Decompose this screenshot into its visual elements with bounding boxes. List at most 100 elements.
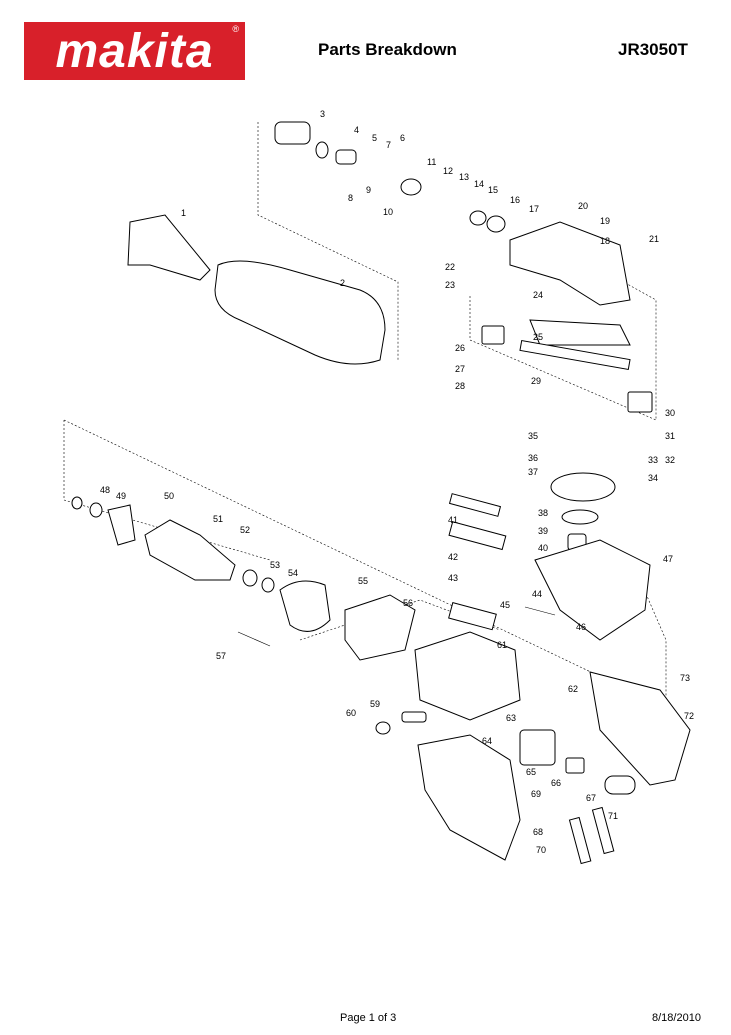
part-plate2-shape: [448, 521, 507, 551]
callout-label: 43: [448, 573, 458, 583]
callout-labels: 1 2 3 4 5 6 7 8 9 10 11 12 13 14 15 16 1…: [100, 109, 694, 855]
part-label-shape: [448, 601, 497, 631]
callout-label: 56: [403, 598, 413, 608]
callout-label: 42: [448, 552, 458, 562]
callout-label: 62: [568, 684, 578, 694]
callout-label: 68: [533, 827, 543, 837]
part-capacitor-shape: [565, 757, 585, 774]
part-guide-shape: [529, 319, 631, 346]
callout-label: 27: [455, 364, 465, 374]
part-ring-shape: [315, 141, 329, 159]
part-bearing48-shape: [71, 496, 83, 510]
part-handle-shape: [417, 734, 521, 861]
part-slider-shaft-shape: [519, 339, 631, 371]
part-fan-shape: [261, 577, 275, 593]
callout-label: 53: [270, 560, 280, 570]
callout-label: 66: [551, 778, 561, 788]
group-outline-lower: [63, 419, 667, 709]
callout-label: 69: [531, 789, 541, 799]
part-gear-housing-shape: [534, 539, 651, 641]
callout-label: 26: [455, 343, 465, 353]
group-outline-right: [469, 279, 657, 421]
callout-label: 21: [649, 234, 659, 244]
part-baffle-shape: [107, 504, 136, 546]
part-washer2-shape: [486, 215, 506, 233]
callout-label: 32: [665, 455, 675, 465]
callout-label: 5: [372, 133, 377, 143]
part-plate-shape: [448, 493, 502, 517]
callout-label: 63: [506, 713, 516, 723]
part-armature-shape: [144, 519, 236, 581]
callout-label: 51: [213, 514, 223, 524]
callout-label: 54: [288, 568, 298, 578]
part-brush-cap-shape: [375, 721, 391, 735]
callout-label: 47: [663, 554, 673, 564]
callout-label: 6: [400, 133, 405, 143]
part-screw-shape: [524, 606, 556, 616]
callout-label: 4: [354, 125, 359, 135]
callout-label: 49: [116, 491, 126, 501]
callout-label: 10: [383, 207, 393, 217]
callout-label: 48: [100, 485, 110, 495]
part-baffle-plate-shape: [279, 580, 331, 632]
callout-label: 41: [448, 515, 458, 525]
part-holder-shape: [335, 149, 357, 165]
callout-label: 33: [648, 455, 658, 465]
callout-label: 35: [528, 431, 538, 441]
callout-label: 29: [531, 376, 541, 386]
callout-label: 17: [529, 204, 539, 214]
callout-label: 37: [528, 467, 538, 477]
model-number: JR3050T: [618, 40, 688, 59]
callout-label: 64: [482, 736, 492, 746]
callout-label: 34: [648, 473, 658, 483]
part-cord-guard-shape: [604, 775, 636, 795]
callout-label: 2: [340, 278, 345, 288]
callout-label: 11: [427, 157, 436, 167]
part-motor-housing-shape: [414, 631, 521, 721]
callout-label: 24: [533, 290, 543, 300]
callout-label: 14: [474, 179, 484, 189]
callout-label: 39: [538, 526, 548, 536]
part-brush-holder-shape: [401, 711, 427, 723]
part-slider-block-shape: [627, 391, 653, 413]
callout-label: 52: [240, 525, 250, 535]
callout-label: 31: [665, 431, 675, 441]
callout-label: 59: [370, 699, 380, 709]
group-outline-middle: [63, 420, 271, 561]
callout-label: 50: [164, 491, 174, 501]
part-shapes: [71, 121, 691, 865]
callout-label: 61: [497, 640, 507, 650]
part-blade-clamp-shape: [127, 214, 211, 281]
callout-label: 57: [216, 651, 226, 661]
part-bearing49-shape: [89, 502, 103, 518]
part-gear-washer-shape: [561, 509, 599, 525]
callout-label: 44: [532, 589, 542, 599]
part-bearing53-shape: [242, 569, 258, 587]
callout-label: 30: [665, 408, 675, 418]
part-switch-shape: [519, 729, 556, 766]
callout-label: 73: [680, 673, 690, 683]
callout-label: 60: [346, 708, 356, 718]
callout-label: 3: [320, 109, 325, 119]
callout-label: 38: [538, 508, 548, 518]
callout-label: 15: [488, 185, 498, 195]
callout-label: 65: [526, 767, 536, 777]
callout-label: 25: [533, 332, 543, 342]
callout-label: 67: [586, 793, 596, 803]
callout-label: 9: [366, 185, 371, 195]
callout-label: 20: [578, 201, 588, 211]
callout-label: 1: [181, 208, 186, 218]
logo-wordmark: makita: [55, 25, 214, 78]
callout-label: 18: [600, 236, 610, 246]
page-title: Parts Breakdown: [318, 40, 457, 59]
part-handle-cover-shape: [589, 671, 691, 786]
callout-label: 23: [445, 280, 455, 290]
part-sleeve-shape: [274, 121, 311, 145]
makita-logo: makita ®: [24, 22, 245, 80]
callout-label: 72: [684, 711, 694, 721]
registered-mark: ®: [232, 24, 239, 34]
callout-label: 19: [600, 216, 610, 226]
callout-label: 8: [348, 193, 353, 203]
callout-label: 7: [386, 140, 391, 150]
